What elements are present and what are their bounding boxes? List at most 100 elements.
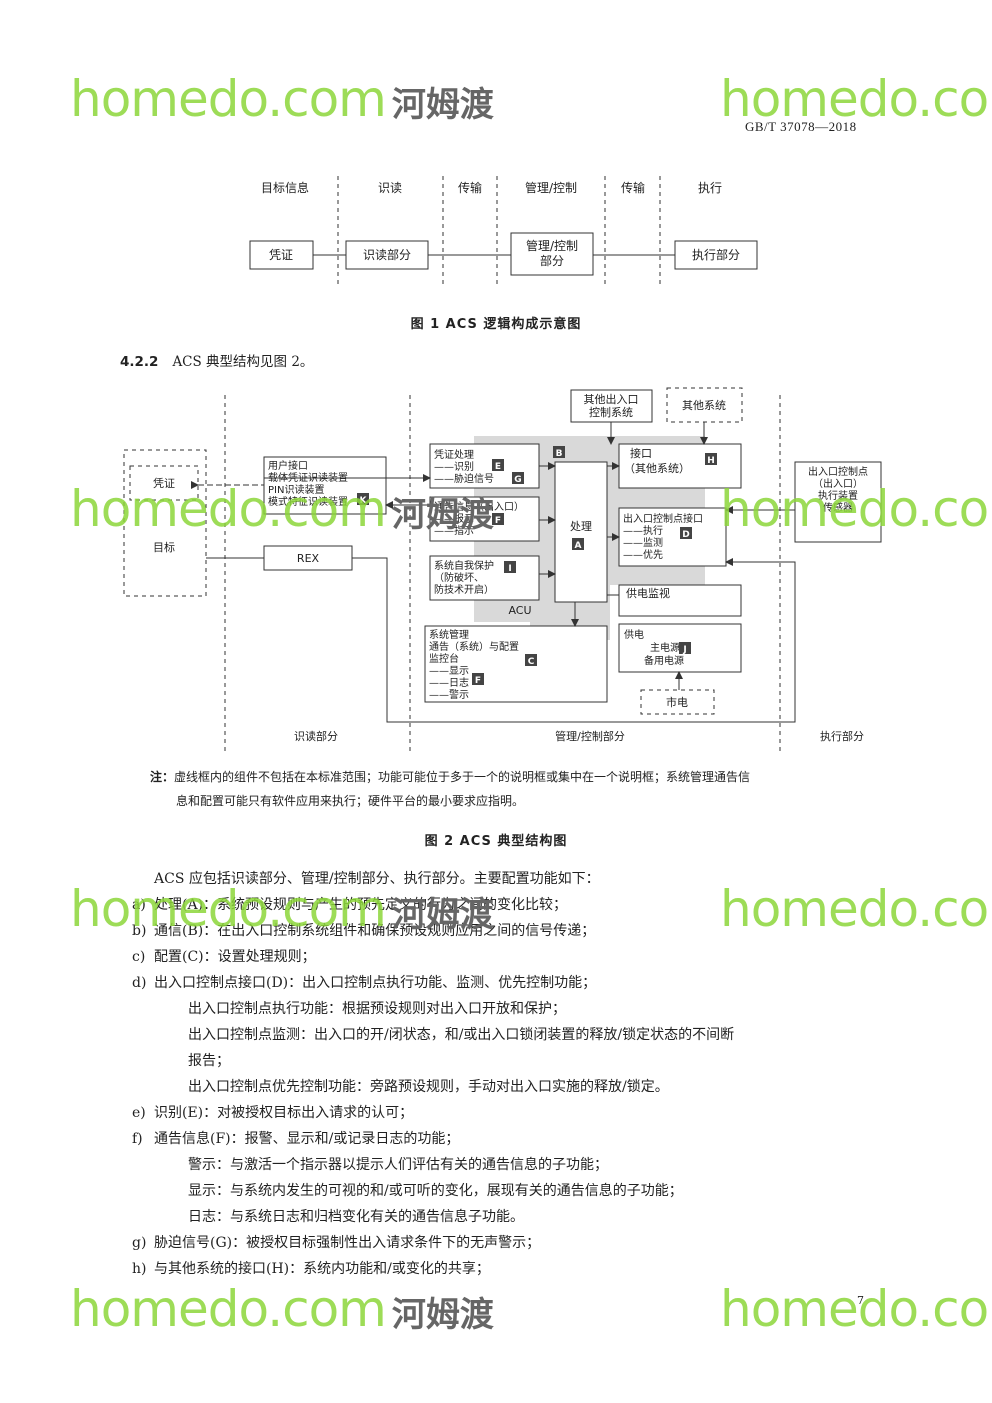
figure-1-diagram: 目标信息 识读 传输 管理/控制 传输 执行 凭证 识读部分 管理/控制 部分 … [249,176,758,285]
figure-2-note: 注：虚线框内的组件不包括在本标准范围；功能可能位于多于一个的说明框或集中在一个说… [150,765,890,813]
f2-tag-e: E [495,462,501,472]
figure-2-caption: 图 2 ACS 典型结构图 [424,834,568,849]
f2-if-1: （其他系统） [624,462,690,475]
f2-other-system: 其他系统 [682,399,726,412]
f1-col-target: 目标信息 [261,180,309,195]
f2-reader-3: 模式特征识读装置 [268,495,348,508]
f2-self-0: 系统自我保护 [434,559,494,572]
f2-tag-c: C [528,657,535,667]
f1-col-read: 识读 [378,181,402,195]
f2-self-2: 防技术开启） [434,583,494,596]
f2-credential: 凭证 [153,476,175,490]
list-item-f-sub-1: 警示：与激活一个指示器以提示人们评估有关的通告信息的子功能； [188,1157,608,1173]
f1-box-reader: 识读部分 [363,247,411,262]
f2-tag-a: A [575,541,582,551]
f2-pt-3: ——优先 [623,548,663,561]
f1-col-exec: 执行 [698,181,722,195]
note-line-2: 息和配置可能只有软件应用来执行；硬件平台的最小要求应指明。 [176,794,525,808]
standard-code: GB/T 37078—2018 [745,119,857,134]
f2-power-0: 供电 [624,628,644,641]
list-item-f: f)通告信息(F)：报警、显示和/或记录日志的功能； [132,1131,460,1147]
f2-exec-1: （出入口） [813,477,863,490]
f2-target: 目标 [153,540,175,554]
f2-tag-b: B [556,449,563,459]
f2-cred-0: 凭证处理 [434,448,474,461]
list-item-d-sub-2: 出入口控制点监测：出入口的开/闭状态，和/或出入口锁闭装置的释放/锁定状态的不间… [188,1027,735,1043]
f2-sm-5: ——警示 [429,688,469,701]
page-number: 7 [857,1294,864,1307]
f2-tag-j: J [682,645,686,655]
list-item-d-sub-3: 报告； [188,1053,230,1069]
f2-tag-d: D [682,530,689,540]
note-label: 注： [150,770,175,784]
f2-cred-1: ——识别 [434,461,474,473]
f2-rex: REX [297,552,320,565]
f2-exec-0: 出入口控制点 [808,465,868,478]
f2-section-read: 识读部分 [294,729,338,743]
f2-notify-1: ——报示 [434,512,474,525]
f2-sm-1: 通告（系统）与配置 [429,640,519,653]
f2-if-0: 接口 [630,447,652,460]
f2-sm-3: ——显示 [429,665,469,677]
f2-other-exit-2: 控制系统 [589,405,633,419]
f1-col-trans2: 传输 [621,180,645,195]
f2-other-exit-1: 其他出入口 [584,392,639,406]
list-item-a: a)处理(A)：系统预设规则与产生的预先定义的行为之间的变化比较； [132,897,568,913]
body-intro: ACS 应包括识读部分、管理/控制部分、执行部分。主要配置功能如下： [154,871,600,887]
f2-tag-i: I [508,564,511,574]
f2-self-1: （防破坏、 [434,571,484,584]
list-item-d-sub-1: 出入口控制点执行功能：根据预设规则对出入口开放和保护； [188,1001,566,1017]
f1-box-credential: 凭证 [269,247,293,262]
f2-reader-2: PIN识读装置 [268,483,324,496]
f1-col-mgmt: 管理/控制 [525,180,577,195]
f2-tag-f2: F [475,676,481,686]
f2-sm-2: 监控台 [429,652,459,665]
f2-mains: 市电 [666,695,688,709]
figure-2-diagram: 其他出入口 控制系统 其他系统 凭证 目标 用户接口 载体凭证识读装置 PIN识… [123,387,882,752]
f2-cred-2: ——胁迫信号 [434,472,494,485]
body-text: ACS 应包括识读部分、管理/控制部分、执行部分。主要配置功能如下： a)处理(… [120,866,890,1282]
f2-exec-3: 传感器 [823,501,853,514]
f2-pt-2: ——监测 [623,536,663,549]
f2-power-1: 主电源 [650,641,680,654]
note-line-1: 虚线框内的组件不包括在本标准范围；功能可能位于多于一个的说明框或集中在一个说明框… [174,770,751,784]
f2-notify-0: 通告信息（出入口） [434,500,524,513]
watermark: homedo.com [720,1280,992,1338]
f2-tag-k: K [360,496,368,506]
f2-notify-2: ——指示 [434,524,474,537]
clause-number: 4.2.2 [120,354,159,370]
f2-section-exec: 执行部分 [820,729,864,743]
f2-tag-g: G [514,475,521,485]
f2-section-mgmt: 管理/控制部分 [555,729,625,743]
list-item-d: d)出入口控制点接口(D)：出入口控制点执行功能、监测、优先控制功能； [132,975,597,991]
f2-reader-0: 用户接口 [268,459,308,472]
f2-acu: ACU [508,604,531,617]
figure-1-caption: 图 1 ACS 逻辑构成示意图 [410,317,582,332]
f2-power-monitor: 供电监视 [626,586,670,600]
f2-reader-1: 载体凭证识读装置 [268,471,348,484]
f2-pt-1: ——执行 [623,524,663,537]
list-item-e: e)识别(E)：对被授权目标出入请求的认可； [132,1105,414,1121]
list-item-c: c)配置(C)：设置处理规则； [132,949,316,965]
f2-exec-2: 执行装置 [818,489,858,502]
f1-box-mgmt-2: 部分 [540,253,564,268]
f2-sm-0: 系统管理 [429,628,469,641]
f1-box-exec: 执行部分 [692,247,740,262]
f2-tag-h: H [707,456,715,466]
list-item-b: b)通信(B)：在出入口控制系统组件和确保预设规则应用之间的信号传递； [132,923,596,939]
f2-sm-4: ——日志 [429,676,469,689]
list-item-g: g)胁迫信号(G)：被授权目标强制性出入请求条件下的无声警示； [132,1235,541,1251]
list-item-f-sub-2: 显示：与系统内发生的可视的和/或可听的变化，展现有关的通告信息的子功能； [188,1183,683,1199]
f1-box-mgmt: 管理/控制 [526,238,578,253]
f2-pt-0: 出入口控制点接口 [623,512,703,525]
list-item-h: h)与其他系统的接口(H)：系统内功能和/或变化的共享； [132,1261,490,1277]
f2-process: 处理 [570,520,592,533]
f1-col-trans1: 传输 [458,180,482,195]
f2-power-2: 备用电源 [644,654,684,667]
list-item-f-sub-3: 日志：与系统日志和归档变化有关的通告信息子功能。 [188,1209,524,1225]
list-item-d-sub-4: 出入口控制点优先控制功能：旁路预设规则，手动对出入口实施的释放/锁定。 [188,1079,669,1095]
f2-tag-f1: F [495,516,501,526]
